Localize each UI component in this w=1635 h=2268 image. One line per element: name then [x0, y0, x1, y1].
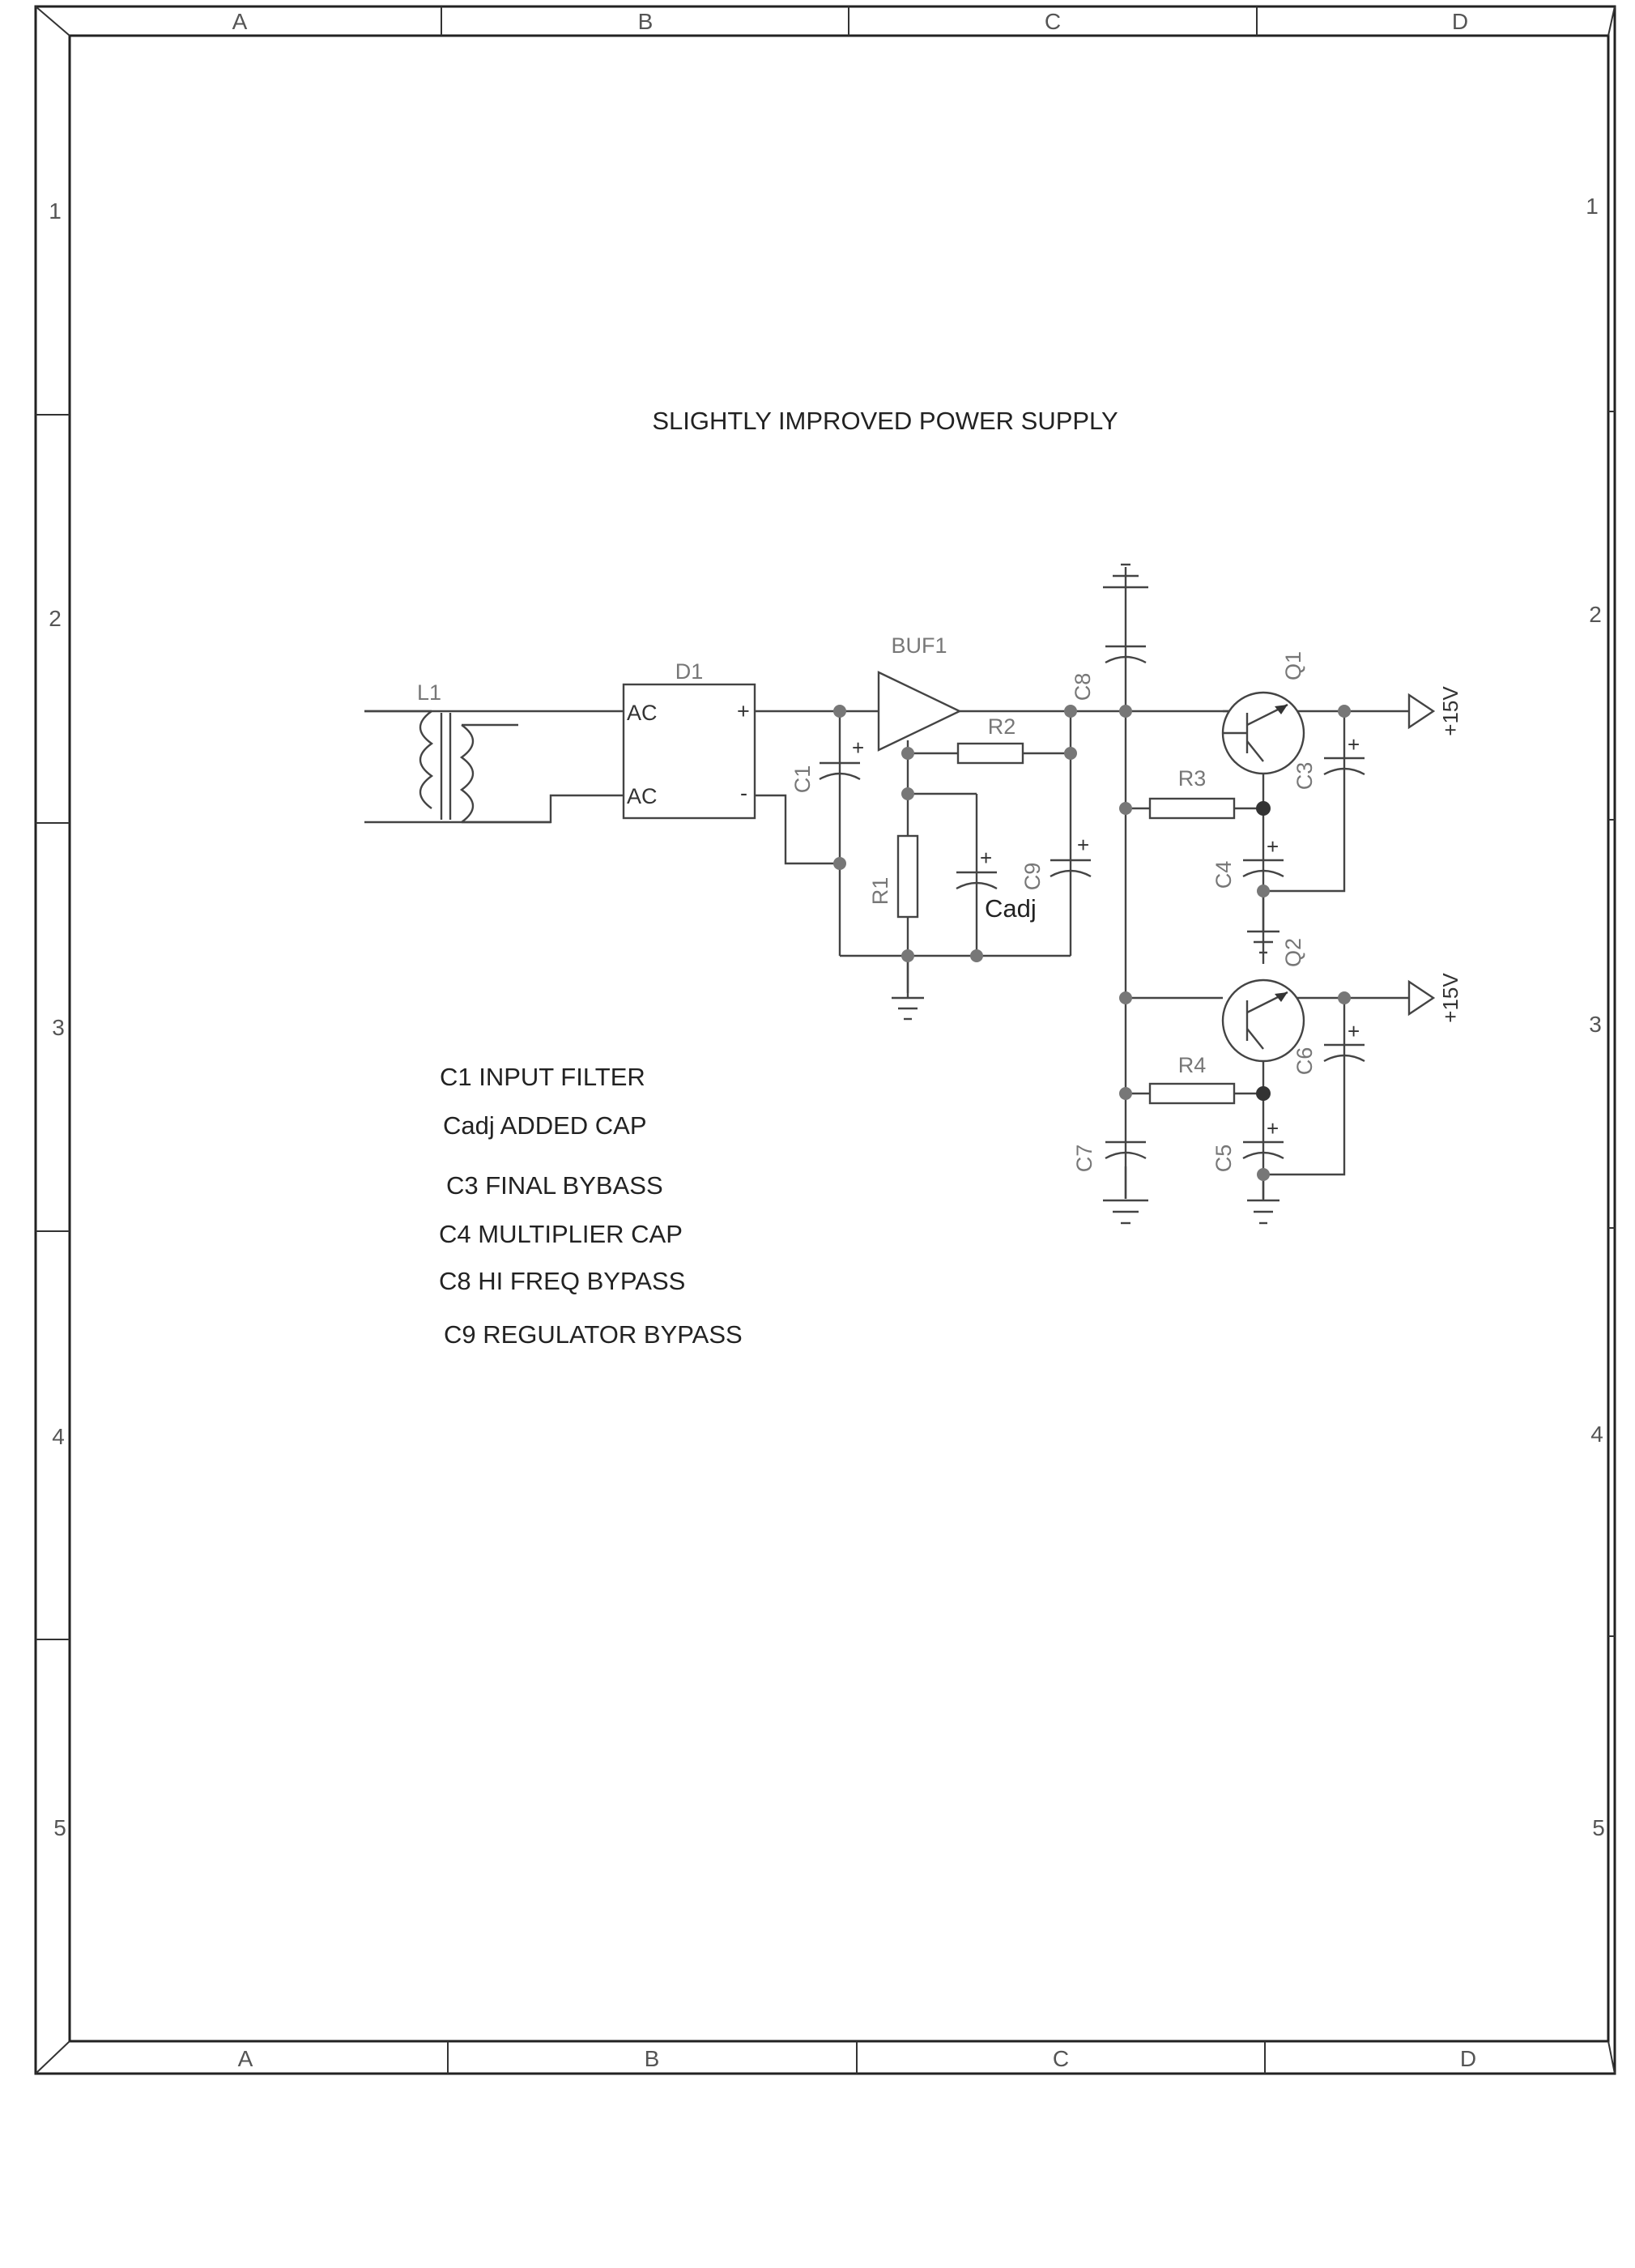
zone-row-1-right: 1: [1586, 194, 1599, 219]
c5-label: C5: [1211, 1145, 1236, 1173]
zone-row-3-right: 3: [1589, 1012, 1602, 1037]
zone-row-2-left: 2: [49, 606, 62, 631]
output-2-label: +15V: [1438, 973, 1463, 1023]
zone-col-c-top: C: [1045, 9, 1061, 34]
c1-label: C1: [790, 765, 815, 794]
zone-row-5-left: 5: [53, 1815, 66, 1840]
r2-label: R2: [988, 714, 1016, 739]
d1-ac-bottom-label: AC: [627, 784, 658, 808]
zone-col-b-bottom: B: [645, 2046, 660, 2071]
zone-col-a-bottom: A: [238, 2046, 253, 2071]
note-c9: C9 REGULATOR BYPASS: [444, 1320, 743, 1349]
zone-col-c-bottom: C: [1053, 2046, 1069, 2071]
zone-row-5-right: 5: [1592, 1815, 1605, 1840]
r3-label: R3: [1178, 766, 1207, 791]
capacitor-c6: + C6: [1292, 1019, 1365, 1075]
zone-row-3-left: 3: [52, 1015, 65, 1040]
bridge-rectifier-d1: D1 AC AC + -: [622, 659, 756, 820]
output-port-2: +15V: [1407, 973, 1463, 1023]
cadj-plus-sign: +: [980, 846, 992, 870]
zone-col-a-top: A: [232, 9, 248, 34]
c3-plus-sign: +: [1348, 732, 1360, 757]
c8-label: C8: [1071, 673, 1095, 701]
d1-plus-label: +: [737, 699, 750, 723]
r4-label: R4: [1178, 1053, 1207, 1077]
drawing-frame: [34, 5, 1616, 2075]
d1-label: D1: [675, 659, 704, 684]
capacitor-cadj: + Cadj: [956, 846, 1037, 923]
c6-label: C6: [1292, 1047, 1317, 1076]
c7-label: C7: [1072, 1145, 1096, 1173]
capacitor-c7: C7: [1072, 1140, 1147, 1173]
resistor-r2: R2: [956, 714, 1024, 765]
r1-label: R1: [868, 877, 892, 906]
buffer-buf1: BUF1: [877, 633, 962, 752]
l1-label: L1: [417, 680, 441, 705]
d1-ac-top-label: AC: [627, 701, 658, 725]
component-notes: C1 INPUT FILTER Cadj ADDED CAP C3 FINAL …: [439, 1063, 743, 1349]
capacitor-c1: + C1: [790, 735, 864, 793]
c5-plus-sign: +: [1267, 1116, 1279, 1140]
ground-symbol-top: [1103, 563, 1148, 589]
q2-label: Q2: [1281, 938, 1305, 967]
ground-symbols: [892, 891, 1279, 1225]
note-c1: C1 INPUT FILTER: [440, 1063, 645, 1091]
schematic-title: SLIGHTLY IMPROVED POWER SUPPLY: [652, 407, 1118, 435]
zone-row-4-left: 4: [52, 1424, 65, 1449]
capacitor-c3: + C3: [1292, 732, 1365, 790]
transistor-q2: Q2: [1221, 938, 1305, 1063]
zone-labels: A B C D A B C D 1 2 3 4 5 1 2 3 4 5: [49, 9, 1605, 2071]
buf1-label: BUF1: [891, 633, 947, 658]
output-1-label: +15V: [1438, 686, 1463, 736]
zone-row-4-right: 4: [1590, 1422, 1603, 1447]
note-c4: C4 MULTIPLIER CAP: [439, 1220, 683, 1248]
zone-col-d-bottom: D: [1460, 2046, 1476, 2071]
c1-plus-sign: +: [852, 735, 864, 760]
junction-nodes: [833, 705, 1351, 1181]
q1-label: Q1: [1281, 651, 1305, 680]
note-c8: C8 HI FREQ BYPASS: [439, 1267, 685, 1295]
capacitor-c4: + C4: [1211, 834, 1284, 889]
note-cadj: Cadj ADDED CAP: [443, 1111, 647, 1140]
note-c3: C3 FINAL BYBASS: [446, 1171, 663, 1200]
resistor-r1: R1: [868, 834, 919, 919]
zone-row-1-left: 1: [49, 198, 62, 224]
transistor-q1: Q1: [1221, 651, 1305, 775]
capacitor-c8: C8: [1071, 567, 1147, 701]
cadj-label: Cadj: [985, 894, 1037, 923]
transformer-l1: L1: [364, 680, 551, 824]
capacitor-c9: + C9: [1020, 833, 1092, 891]
zone-col-d-top: D: [1452, 9, 1468, 34]
c9-plus-sign: +: [1077, 833, 1089, 857]
resistor-r4: R4: [1148, 1053, 1236, 1105]
capacitor-c5: + C5: [1211, 1116, 1284, 1172]
output-port-1: +15V: [1407, 686, 1463, 736]
d1-minus-label: -: [740, 781, 747, 805]
c6-plus-sign: +: [1348, 1019, 1360, 1043]
c9-label: C9: [1020, 863, 1045, 891]
zone-col-b-top: B: [638, 9, 654, 34]
c4-plus-sign: +: [1267, 834, 1279, 859]
resistor-r3: R3: [1148, 766, 1236, 820]
c4-label: C4: [1211, 861, 1236, 889]
c3-label: C3: [1292, 762, 1317, 791]
zone-row-2-right: 2: [1589, 602, 1602, 627]
